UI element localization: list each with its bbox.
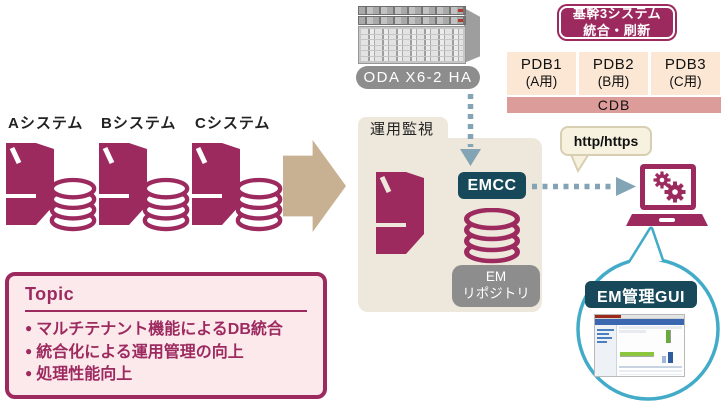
topic-bullet: 統合化による運用管理の向上 (25, 342, 309, 365)
em-repository-db-icon (464, 208, 520, 264)
pdb2-box: PDB2 (B用) (579, 52, 648, 95)
pdb3-sub: (C用) (669, 74, 702, 90)
pdb3-name: PDB3 (664, 55, 707, 73)
em-repository-line1: EM (485, 269, 507, 285)
system-c-label: Cシステム (195, 115, 271, 132)
topic-divider (25, 310, 307, 312)
database-icon (142, 177, 190, 232)
gear-icon (653, 171, 671, 189)
system-b-label: Bシステム (101, 115, 177, 132)
flow-arrow-icon (283, 140, 346, 232)
system-a-icon-group (4, 137, 98, 233)
database-icon (49, 177, 97, 232)
topic-bullet-list: マルチテナント機能によるDB統合 統合化による運用管理の向上 処理性能向上 (25, 319, 309, 387)
topic-bullet: 処理性能向上 (25, 364, 309, 387)
monitoring-tab-label: 運用監視 (358, 117, 448, 140)
server-tower-icon (192, 143, 240, 225)
system-c-icon-group (190, 137, 284, 233)
em-repository-line2: リポジトリ (462, 286, 530, 301)
topic-title: Topic (25, 284, 75, 304)
http-protocol-bubble: http/https (560, 126, 652, 156)
topic-bullet: マルチテナント機能によるDB統合 (25, 319, 309, 342)
rack-storage-shelf (358, 26, 466, 64)
pdb2-name: PDB2 (592, 55, 635, 73)
server-tower-icon (99, 143, 147, 225)
client-laptop-icon (626, 164, 708, 226)
rack-server-unit (358, 16, 466, 25)
dashed-arrow-down-icon (460, 94, 481, 166)
badge-line1: 基幹3システム (572, 6, 662, 22)
monitoring-server-icon (376, 172, 424, 254)
emcc-box: EMCC (458, 172, 526, 199)
pdb-row: PDB1 (A用) PDB2 (B用) PDB3 (C用) (507, 52, 721, 95)
pdb1-box: PDB1 (A用) (507, 52, 576, 95)
database-icon (235, 177, 283, 232)
gear-icon (664, 181, 686, 203)
rack-side-panel (464, 8, 480, 63)
consolidation-badge: 基幹3システム 統合・刷新 (557, 4, 677, 41)
cdb-bar: CDB (507, 97, 721, 113)
pdb3-box: PDB3 (C用) (651, 52, 720, 95)
system-a-label: Aシステム (8, 115, 84, 132)
rack-server-unit (358, 6, 466, 15)
dashed-arrow-right-icon (532, 177, 636, 196)
pdb1-name: PDB1 (520, 55, 563, 73)
pdb2-sub: (B用) (597, 74, 630, 90)
em-console-screenshot (594, 314, 685, 377)
pdb1-sub: (A用) (525, 74, 558, 90)
server-tower-icon (6, 143, 54, 225)
topic-box: Topic マルチテナント機能によるDB統合 統合化による運用管理の向上 処理性… (5, 272, 327, 399)
oda-rack-image (358, 6, 482, 65)
system-b-icon-group (97, 137, 191, 233)
badge-line2: 統合・刷新 (583, 22, 651, 38)
em-repository-label: EM リポジトリ (452, 265, 540, 307)
em-gui-label: EM管理GUI (585, 281, 697, 308)
oda-label: ODA X6-2 HA (356, 66, 480, 89)
